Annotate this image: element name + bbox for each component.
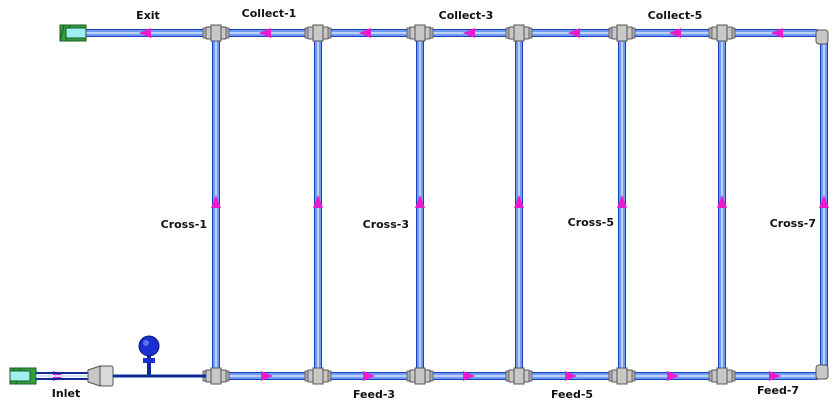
tee-fitting-icon[interactable]: [406, 24, 434, 42]
tee-fitting-icon[interactable]: [202, 24, 230, 42]
cross-3-label: Cross-3: [362, 218, 409, 231]
flow-arrow-icon: [565, 371, 577, 381]
flow-arrow-icon: [359, 28, 371, 38]
pump-icon[interactable]: [87, 365, 114, 387]
feed-3-label: Feed-3: [352, 388, 396, 401]
flow-arrow-icon: [211, 195, 221, 208]
collect-3-label: Collect-3: [438, 9, 494, 22]
flow-arrow-icon: [261, 371, 273, 381]
inlet-reservoir-icon[interactable]: [9, 367, 37, 385]
exit-reservoir-icon[interactable]: [59, 24, 87, 42]
elbow-fitting-icon[interactable]: [815, 29, 829, 45]
tee-fitting-icon[interactable]: [304, 24, 332, 42]
inlet-line[interactable]: [36, 372, 88, 380]
accumulator-icon[interactable]: [138, 335, 160, 376]
tee-fitting-icon[interactable]: [505, 24, 533, 42]
flow-arrow-icon: [514, 195, 524, 208]
tee-fitting-icon[interactable]: [202, 367, 230, 385]
flow-arrow-icon: [139, 28, 151, 38]
fittings-layer: [202, 24, 829, 385]
flow-arrow-icon: [717, 195, 727, 208]
flow-arrow-icon: [259, 28, 271, 38]
elbow-fitting-icon[interactable]: [815, 364, 829, 380]
flow-arrow-icon: [415, 195, 425, 208]
flow-arrow-icon: [819, 195, 829, 208]
collect-1-label: Collect-1: [241, 7, 297, 20]
tee-fitting-icon[interactable]: [505, 367, 533, 385]
cross-5-label: Cross-5: [567, 216, 614, 229]
tee-fitting-icon[interactable]: [304, 367, 332, 385]
tee-fitting-icon[interactable]: [608, 24, 636, 42]
tee-fitting-icon[interactable]: [608, 367, 636, 385]
flow-arrow-icon: [771, 28, 783, 38]
cross-1-label: Cross-1: [160, 218, 207, 231]
flow-arrow-icon: [769, 371, 781, 381]
pipes-layer: [86, 29, 828, 380]
collect-5-label: Collect-5: [647, 9, 703, 22]
tee-fitting-icon[interactable]: [406, 367, 434, 385]
flow-arrows-layer: [53, 28, 829, 381]
inlet-label: Inlet: [51, 387, 81, 400]
feed-5-label: Feed-5: [550, 388, 594, 401]
feed-7-label: Feed-7: [756, 384, 800, 397]
components-layer: [9, 24, 206, 387]
flow-arrow-icon: [363, 371, 375, 381]
flow-arrow-icon: [568, 28, 580, 38]
flow-arrow-icon: [463, 371, 475, 381]
tee-fitting-icon[interactable]: [708, 367, 736, 385]
flow-arrow-icon: [463, 28, 475, 38]
flow-arrow-icon: [667, 371, 679, 381]
flow-arrow-icon: [617, 195, 627, 208]
cross-7-label: Cross-7: [769, 217, 816, 230]
flow-arrow-icon: [313, 195, 323, 208]
flow-arrow-icon: [669, 28, 681, 38]
exit-label: Exit: [136, 9, 160, 22]
tee-fitting-icon[interactable]: [708, 24, 736, 42]
